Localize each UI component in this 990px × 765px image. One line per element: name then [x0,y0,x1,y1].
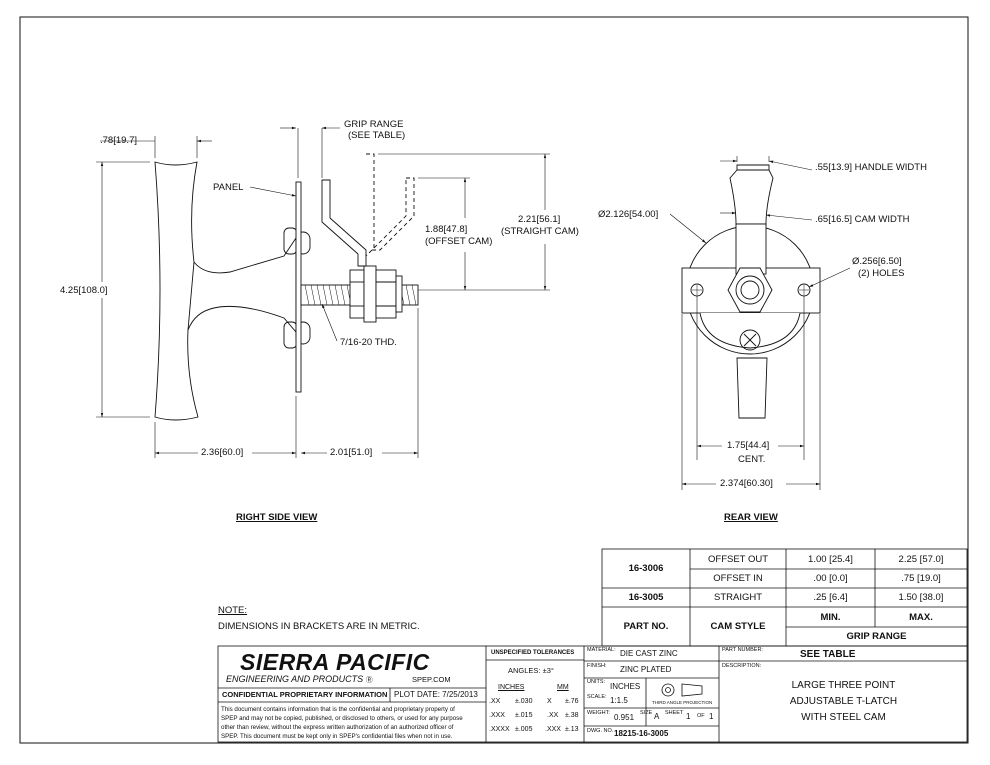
tol-row-1: .XX [489,698,501,705]
note-text: DIMENSIONS IN BRACKETS ARE IN METRIC. [218,621,420,632]
scale-label: SCALE: [587,694,607,700]
label-holes: (2) HOLES [858,268,905,279]
material-value: DIE CAST ZINC [620,649,678,658]
dwg-no-label: DWG. NO. [587,728,614,734]
finish-label: FINISH: [587,663,607,669]
tol-row-2-mm: ±.38 [565,712,579,719]
table-cam-offset-in: OFFSET IN [713,573,763,584]
sheet-total: 1 [709,712,714,721]
dim-stud-length: 2.01[51.0] [330,447,373,458]
finish-value: ZINC PLATED [620,665,672,674]
tol-row-3: .XXXX [489,726,510,733]
company-subtitle: ENGINEERING AND PRODUCTS Ⓡ [226,674,373,685]
label-straight-cam: (STRAIGHT CAM) [501,226,579,237]
right-side-view-drawing [154,153,419,421]
company-website: SPEP.COM [412,675,451,684]
tol-row-2-mmfmt: .XX [547,712,559,719]
rear-view-drawing [681,164,821,419]
sheet-border [19,16,969,744]
dim-top-width: .78[19.7] [100,135,137,146]
dim-cam-width: .65[16.5] CAM WIDTH [815,214,910,225]
right-side-view-title: RIGHT SIDE VIEW [236,512,318,523]
dim-straight-cam: 2.21[56.1] [518,214,561,225]
table-max-offset-in: .75 [19.0] [901,573,941,584]
table-header-max: MAX. [909,611,933,623]
tol-row-3-in: ±.005 [515,726,533,733]
table-header-min: MIN. [820,611,841,623]
label-see-table: (SEE TABLE) [348,130,406,141]
tol-mm-header: MM [557,684,569,691]
table-part-16-3006: 16-3006 [628,563,664,574]
dim-overall: 2.374[60.30] [720,478,773,489]
table-max-straight: 1.50 [38.0] [898,592,944,603]
table-part-16-3005: 16-3005 [628,592,664,603]
confidential-text: This document contains information that … [221,706,463,740]
tolerances-heading: UNSPECIFIED TOLERANCES [491,650,575,656]
table-cam-straight: STRAIGHT [713,592,763,603]
company-logo: SIERRA PACIFIC [240,649,430,675]
projection-label: THIRD ANGLE PROJECTION [652,700,713,705]
sheet-number: 1 [686,712,691,721]
units-value: INCHES [610,682,641,691]
units-label: UNITS: [587,679,606,685]
scale-value: 1:1.5 [610,696,628,705]
table-min-offset-in: .00 [0.0] [813,573,848,584]
dim-handle-width: .55[13.9] HANDLE WIDTH [815,162,927,173]
sheet-of-label: OF [697,713,705,719]
size-label: SIZE [640,710,653,716]
label-cent: CENT. [738,454,766,465]
rear-view-dimensions [669,156,851,490]
angles-tolerance: ANGLES: ±3° [508,666,554,675]
table-header-grip-range: GRIP RANGE [846,631,907,642]
label-grip-range: GRIP RANGE [344,119,404,130]
tol-row-1-in: ±.030 [515,698,533,705]
table-header-cam-style: CAM STYLE [710,621,766,632]
tol-row-1-mm: ±.76 [565,698,579,705]
size-value: A [654,712,660,721]
dim-offset-cam: 1.88[47.8] [425,224,468,235]
tol-row-2: .XXX [489,712,505,719]
plot-date: PLOT DATE: 7/25/2013 [394,690,478,699]
tol-row-3-mm: ±.13 [565,726,579,733]
tol-inches-header: INCHES [498,684,525,691]
right-side-view-dimensions [96,126,550,458]
table-header-part-no: PART NO. [623,621,669,632]
part-number-value: SEE TABLE [800,649,856,660]
material-label: MATERIAL: [587,647,616,653]
table-min-offset-out: 1.00 [25.4] [808,553,853,565]
label-offset-cam: (OFFSET CAM) [425,236,493,247]
note-heading: NOTE: [218,605,248,616]
dim-base-width: 2.36[60.0] [201,447,244,458]
dwg-no-value: 18215-16-3005 [614,729,669,738]
dim-diameter: Ø2.126[54.00] [598,209,659,220]
weight-value: 0.951 [614,713,635,722]
dim-hole-centers: 1.75[44.4] [727,440,770,451]
rear-view-title: REAR VIEW [724,512,778,523]
dim-hole-diameter: Ø.256[6.50] [852,256,902,267]
confidential-heading: CONFIDENTIAL PROPRIETARY INFORMATION [222,690,388,699]
sheet-label: SHEET [665,710,684,716]
tol-row-1-mmfmt: X [547,698,552,705]
part-number-label: PART NUMBER: [722,647,763,653]
table-cam-offset-out: OFFSET OUT [708,553,768,565]
table-min-straight: .25 [6.4] [813,592,848,603]
dim-height: 4.25[108.0] [60,285,108,296]
description-label: DESCRIPTION: [722,663,762,669]
tol-row-2-in: ±.015 [515,712,533,719]
title-block-grid [217,645,968,743]
label-thread: 7/16-20 THD. [340,337,397,348]
description-text: LARGE THREE POINT ADJUSTABLE T-LATCH WIT… [789,680,898,723]
weight-label: WEIGHT: [587,710,610,716]
tol-row-3-mmfmt: .XXX [545,726,561,733]
table-max-offset-out: 2.25 [57.0] [898,553,944,565]
label-panel: PANEL [213,182,244,193]
